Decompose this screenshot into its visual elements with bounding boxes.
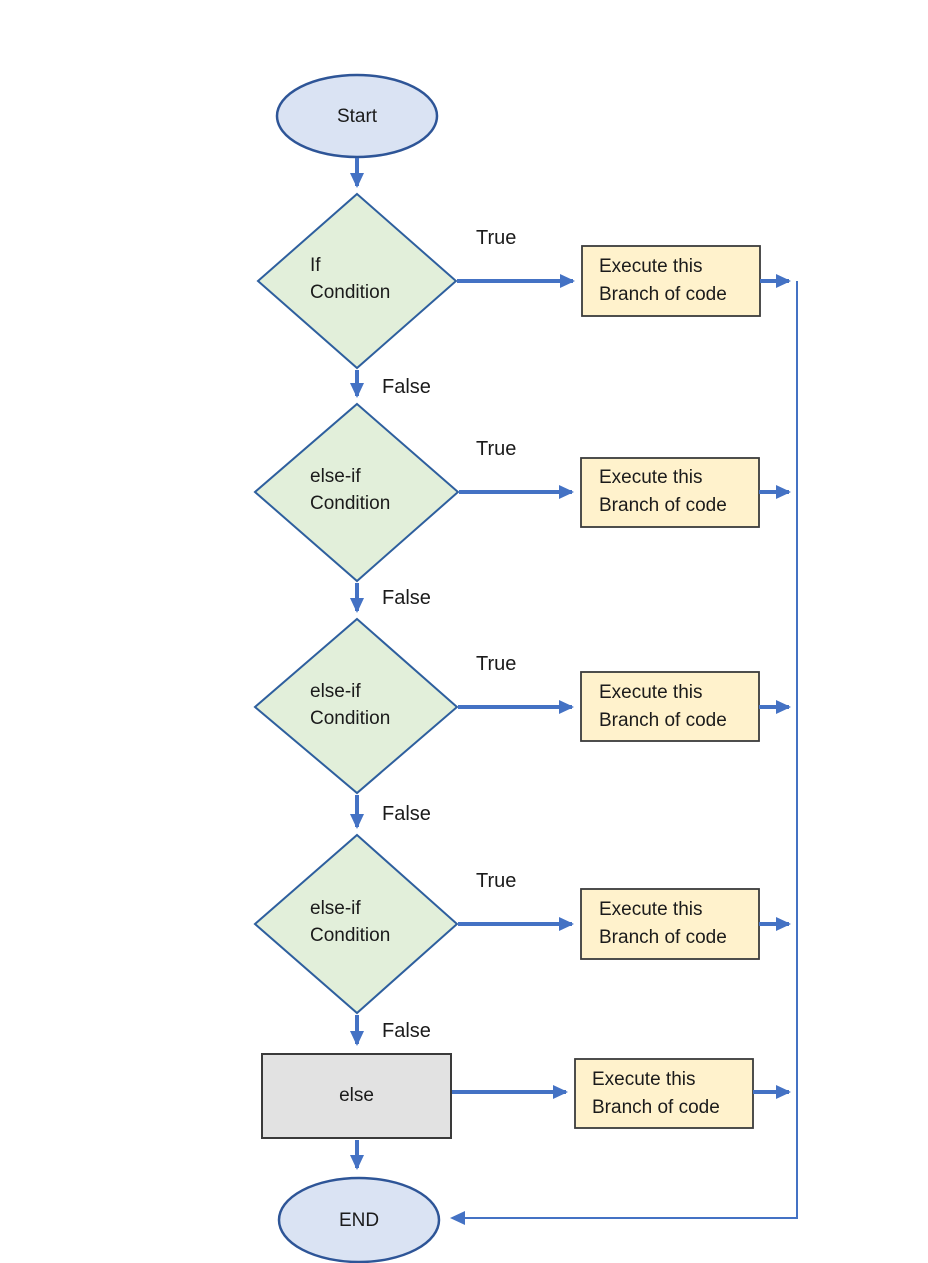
decision-2-shape <box>253 402 460 583</box>
branch-3-line1: Execute this <box>599 682 703 703</box>
branch-1-line2: Branch of code <box>599 284 727 305</box>
decision-4-line2: Condition <box>310 925 391 946</box>
branch-4-line1: Execute this <box>599 899 703 920</box>
branch-2-line2: Branch of code <box>599 495 727 516</box>
return-rail-line <box>450 281 798 1225</box>
false-label-2: False <box>382 587 431 609</box>
start-terminator-shape <box>275 73 439 159</box>
branch-4-line2: Branch of code <box>599 927 727 948</box>
false-label-1: False <box>382 376 431 398</box>
false-label-3: False <box>382 803 431 825</box>
end-label: END <box>338 1210 380 1231</box>
branch-1-shape <box>581 245 761 317</box>
branch-5-line2: Branch of code <box>592 1097 720 1118</box>
branch-2-line1: Execute this <box>599 467 703 488</box>
branch-4-shape <box>580 888 760 960</box>
decision-3-shape <box>253 617 459 795</box>
decision-4-line1: else-if <box>310 898 361 919</box>
true-label-4: True <box>476 870 517 892</box>
decision-2-line2: Condition <box>310 493 391 514</box>
true-label-1: True <box>476 227 517 249</box>
decision-1-line1: If <box>310 255 321 276</box>
branch-5-line1: Execute this <box>592 1069 696 1090</box>
branch-3-shape <box>580 671 760 742</box>
true-label-2: True <box>476 438 517 460</box>
decision-3-line1: else-if <box>310 681 361 702</box>
branch-2-shape <box>580 457 760 528</box>
else-shape <box>261 1053 452 1139</box>
false-label-4: False <box>382 1020 431 1042</box>
start-label: Start <box>336 106 378 127</box>
else-label: else <box>339 1085 374 1106</box>
decision-4-shape <box>253 833 459 1015</box>
true-label-3: True <box>476 653 517 675</box>
branch-1-line1: Execute this <box>599 256 703 277</box>
decision-3-line2: Condition <box>310 708 391 729</box>
decision-2-line1: else-if <box>310 466 361 487</box>
branch-3-line2: Branch of code <box>599 710 727 731</box>
decision-1-line2: Condition <box>310 282 391 303</box>
end-terminator-shape <box>277 1176 441 1263</box>
decision-1-shape <box>256 192 458 370</box>
